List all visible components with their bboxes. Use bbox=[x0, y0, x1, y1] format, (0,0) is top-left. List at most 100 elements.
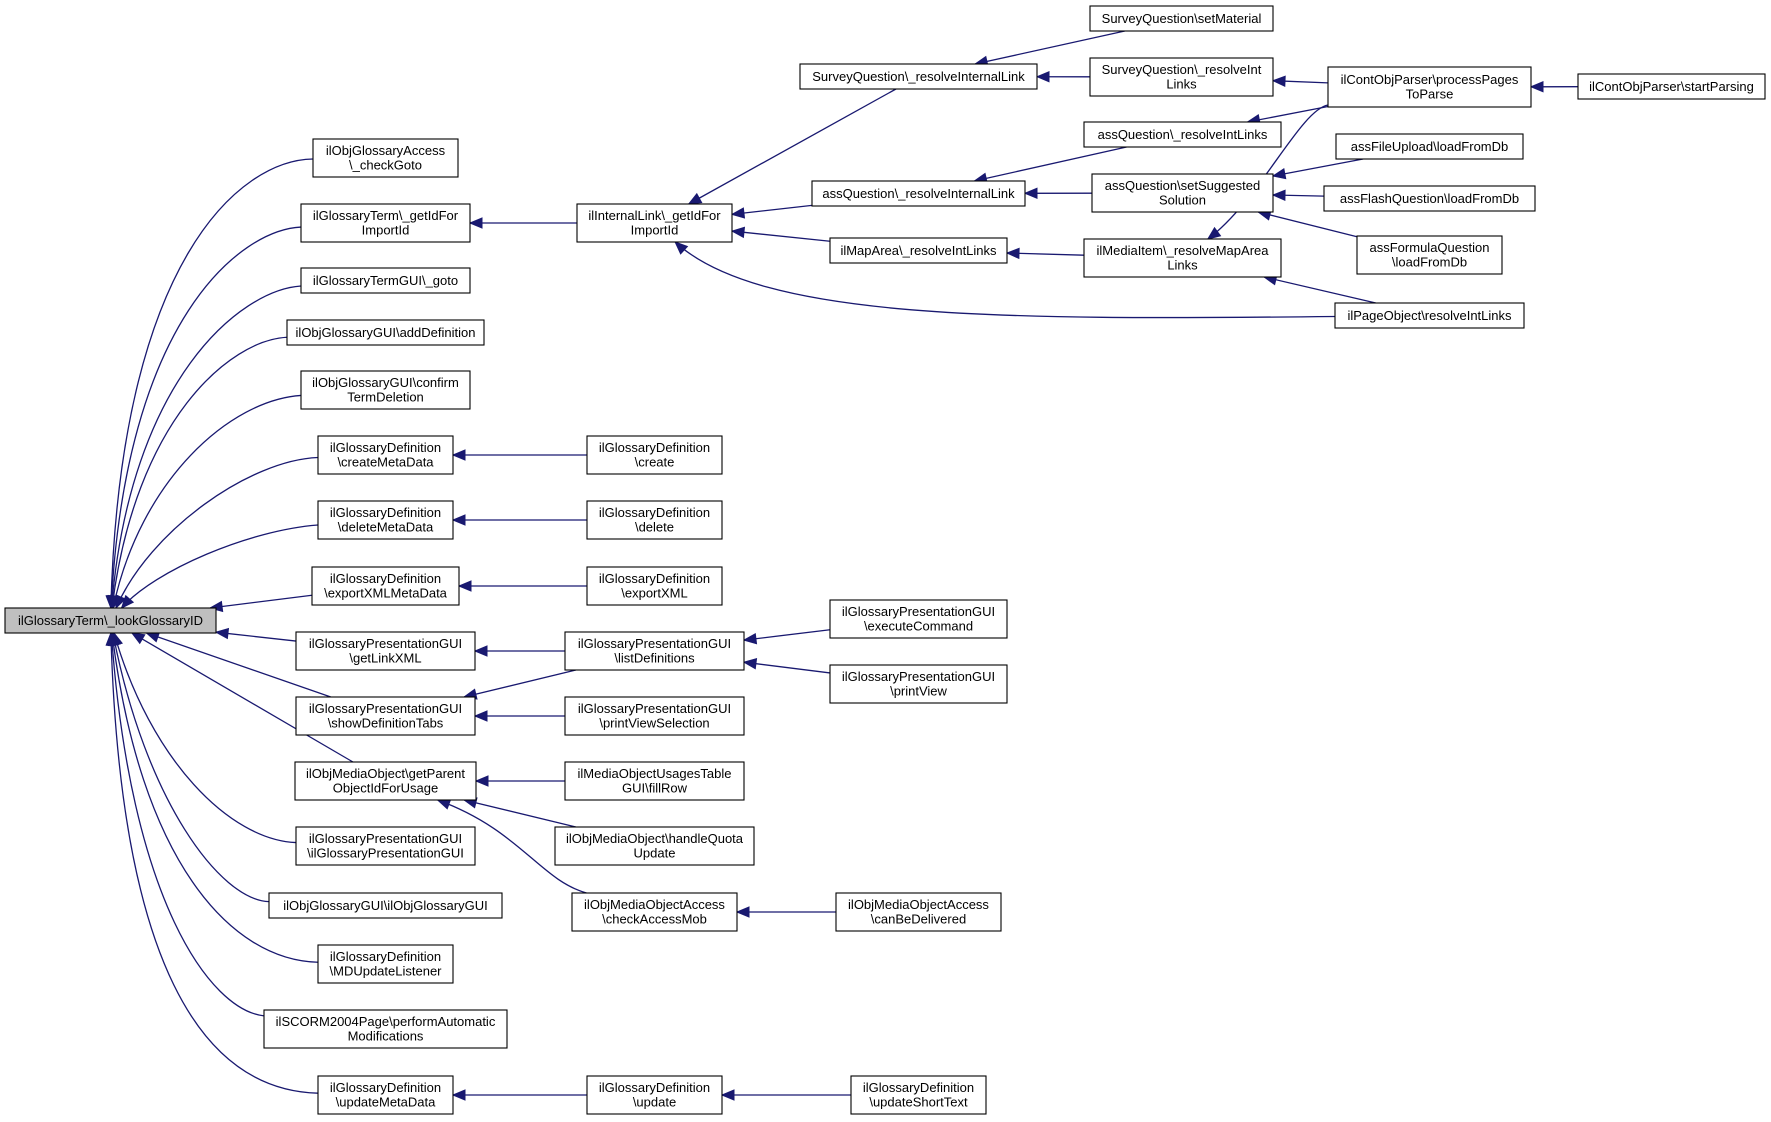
node-box bbox=[295, 826, 476, 866]
graph-node[interactable]: assQuestion\_resolveIntLinks bbox=[1083, 121, 1282, 148]
graph-node[interactable]: ilGlossaryPresentationGUI\printViewSelec… bbox=[564, 696, 745, 736]
node-label: ilGlossaryPresentationGUI bbox=[309, 636, 462, 651]
graph-node[interactable]: ilGlossaryDefinition\updateMetaData bbox=[317, 1075, 454, 1115]
node-label: assQuestion\setSuggested bbox=[1105, 178, 1260, 193]
graph-node[interactable]: ilGlossaryTermGUI\_goto bbox=[300, 267, 471, 294]
graph-node[interactable]: ilContObjParser\startParsing bbox=[1577, 73, 1766, 100]
node-label: ilGlossaryPresentationGUI bbox=[842, 604, 995, 619]
node-box bbox=[799, 63, 1038, 90]
graph-node[interactable]: ilGlossaryDefinition\create bbox=[586, 435, 723, 475]
graph-node[interactable]: assFormulaQuestion\loadFromDb bbox=[1356, 235, 1503, 275]
node-label: ilObjMediaObject\handleQuota bbox=[566, 831, 744, 846]
call-edge bbox=[115, 456, 319, 609]
arrowhead-icon bbox=[730, 207, 746, 219]
graph-node[interactable]: ilGlossaryDefinition\delete bbox=[586, 500, 723, 540]
graph-node[interactable]: ilGlossaryPresentationGUI\getLinkXML bbox=[295, 631, 476, 671]
node-label: ilPageObject\resolveIntLinks bbox=[1347, 308, 1512, 323]
node-box bbox=[286, 319, 485, 346]
node-label: Solution bbox=[1159, 193, 1206, 208]
node-label: \checkAccessMob bbox=[602, 912, 707, 927]
call-edge bbox=[1247, 105, 1329, 123]
graph-node[interactable]: ilMapArea\_resolveIntLinks bbox=[829, 237, 1008, 264]
arrowhead-icon bbox=[1271, 75, 1286, 87]
call-edge bbox=[131, 632, 354, 763]
node-box bbox=[1323, 185, 1536, 212]
node-label: assQuestion\_resolveInternalLink bbox=[822, 186, 1015, 201]
call-edge bbox=[1207, 104, 1329, 240]
call-edge bbox=[1272, 158, 1364, 177]
graph-node[interactable]: SurveyQuestion\_resolveIntLinks bbox=[1089, 57, 1274, 97]
node-box bbox=[1083, 121, 1282, 148]
node-label: ilGlossaryDefinition bbox=[863, 1080, 974, 1095]
node-label: assFlashQuestion\loadFromDb bbox=[1340, 191, 1519, 206]
node-label: ilGlossaryPresentationGUI bbox=[309, 701, 462, 716]
arrowhead-icon bbox=[730, 226, 746, 239]
graph-node[interactable]: ilGlossaryDefinition\MDUpdateListener bbox=[317, 944, 454, 984]
node-box bbox=[564, 631, 745, 671]
node-label: \printView bbox=[890, 684, 947, 699]
node-label: ilGlossaryTerm\_lookGlossaryID bbox=[18, 613, 203, 628]
graph-node[interactable]: ilGlossaryDefinition\exportXML bbox=[586, 566, 723, 606]
node-box bbox=[1356, 235, 1503, 275]
graph-node[interactable]: assFlashQuestion\loadFromDb bbox=[1323, 185, 1536, 212]
graph-node[interactable]: ilObjMediaObjectAccess\checkAccessMob bbox=[571, 892, 738, 932]
graph-node[interactable]: ilGlossaryPresentationGUI\executeCommand bbox=[829, 599, 1008, 639]
node-label: ilObjMediaObjectAccess bbox=[848, 897, 989, 912]
call-edge bbox=[688, 88, 897, 205]
graph-node[interactable]: ilGlossaryPresentationGUI\printView bbox=[829, 664, 1008, 704]
arrowhead-icon bbox=[735, 906, 750, 918]
graph-node[interactable]: ilObjMediaObject\getParentObjectIdForUsa… bbox=[294, 761, 477, 801]
graph-node[interactable]: ilSCORM2004Page\performAutomaticModifica… bbox=[263, 1009, 508, 1049]
call-graph-edges bbox=[105, 30, 1579, 1101]
arrowhead-icon bbox=[145, 631, 161, 643]
arrowhead-icon bbox=[1023, 187, 1038, 200]
graph-node[interactable]: ilGlossaryPresentationGUI\showDefinition… bbox=[295, 696, 476, 736]
graph-node[interactable]: ilObjMediaObjectAccess\canBeDelivered bbox=[835, 892, 1002, 932]
node-label: ilGlossaryDefinition bbox=[599, 440, 710, 455]
node-label: ilGlossaryDefinition bbox=[599, 505, 710, 520]
graph-node[interactable]: ilGlossaryDefinition\update bbox=[586, 1075, 723, 1115]
arrowhead-icon bbox=[1271, 167, 1287, 180]
root-node[interactable]: ilGlossaryTerm\_lookGlossaryID bbox=[4, 607, 217, 634]
call-edge bbox=[743, 629, 831, 641]
node-box bbox=[317, 944, 454, 984]
node-label: \loadFromDb bbox=[1392, 255, 1467, 270]
arrowhead-icon bbox=[742, 658, 758, 670]
graph-node[interactable]: assFileUpload\loadFromDb bbox=[1335, 133, 1524, 160]
graph-node[interactable]: assQuestion\_resolveInternalLink bbox=[811, 180, 1026, 207]
graph-node[interactable]: ilGlossaryDefinition\createMetaData bbox=[317, 435, 454, 475]
node-label: \createMetaData bbox=[337, 455, 434, 470]
arrowhead-icon bbox=[687, 192, 703, 205]
node-box bbox=[829, 237, 1008, 264]
node-label: ilGlossaryDefinition bbox=[330, 1080, 441, 1095]
graph-node[interactable]: ilGlossaryDefinition\deleteMetaData bbox=[317, 500, 454, 540]
graph-node[interactable]: ilObjGlossaryGUI\addDefinition bbox=[286, 319, 485, 346]
node-label: ilSCORM2004Page\performAutomatic bbox=[276, 1014, 496, 1029]
node-label: \ilGlossaryPresentationGUI bbox=[307, 846, 464, 861]
node-label: ilGlossaryDefinition bbox=[330, 571, 441, 586]
graph-node[interactable]: SurveyQuestion\setMaterial bbox=[1089, 5, 1274, 32]
graph-node[interactable]: ilGlossaryDefinition\updateShortText bbox=[850, 1075, 987, 1115]
graph-node[interactable]: ilObjGlossaryGUI\ilObjGlossaryGUI bbox=[268, 892, 503, 919]
node-box bbox=[295, 696, 476, 736]
call-edge bbox=[112, 632, 270, 903]
node-label: ilGlossaryTermGUI\_goto bbox=[313, 273, 458, 288]
graph-node[interactable]: ilGlossaryPresentationGUI\ilGlossaryPres… bbox=[295, 826, 476, 866]
node-label: ilObjGlossaryGUI\addDefinition bbox=[296, 325, 476, 340]
node-box bbox=[1083, 238, 1282, 278]
graph-node[interactable]: SurveyQuestion\_resolveInternalLink bbox=[799, 63, 1038, 90]
graph-node[interactable]: ilGlossaryDefinition\exportXMLMetaData bbox=[311, 566, 460, 606]
call-edge bbox=[111, 336, 288, 609]
graph-node[interactable]: ilObjGlossaryAccess\_checkGoto bbox=[312, 138, 459, 178]
graph-node[interactable]: ilPageObject\resolveIntLinks bbox=[1334, 302, 1525, 329]
node-label: ilGlossaryPresentationGUI bbox=[309, 831, 462, 846]
graph-node[interactable]: ilGlossaryPresentationGUI\listDefinition… bbox=[564, 631, 745, 671]
